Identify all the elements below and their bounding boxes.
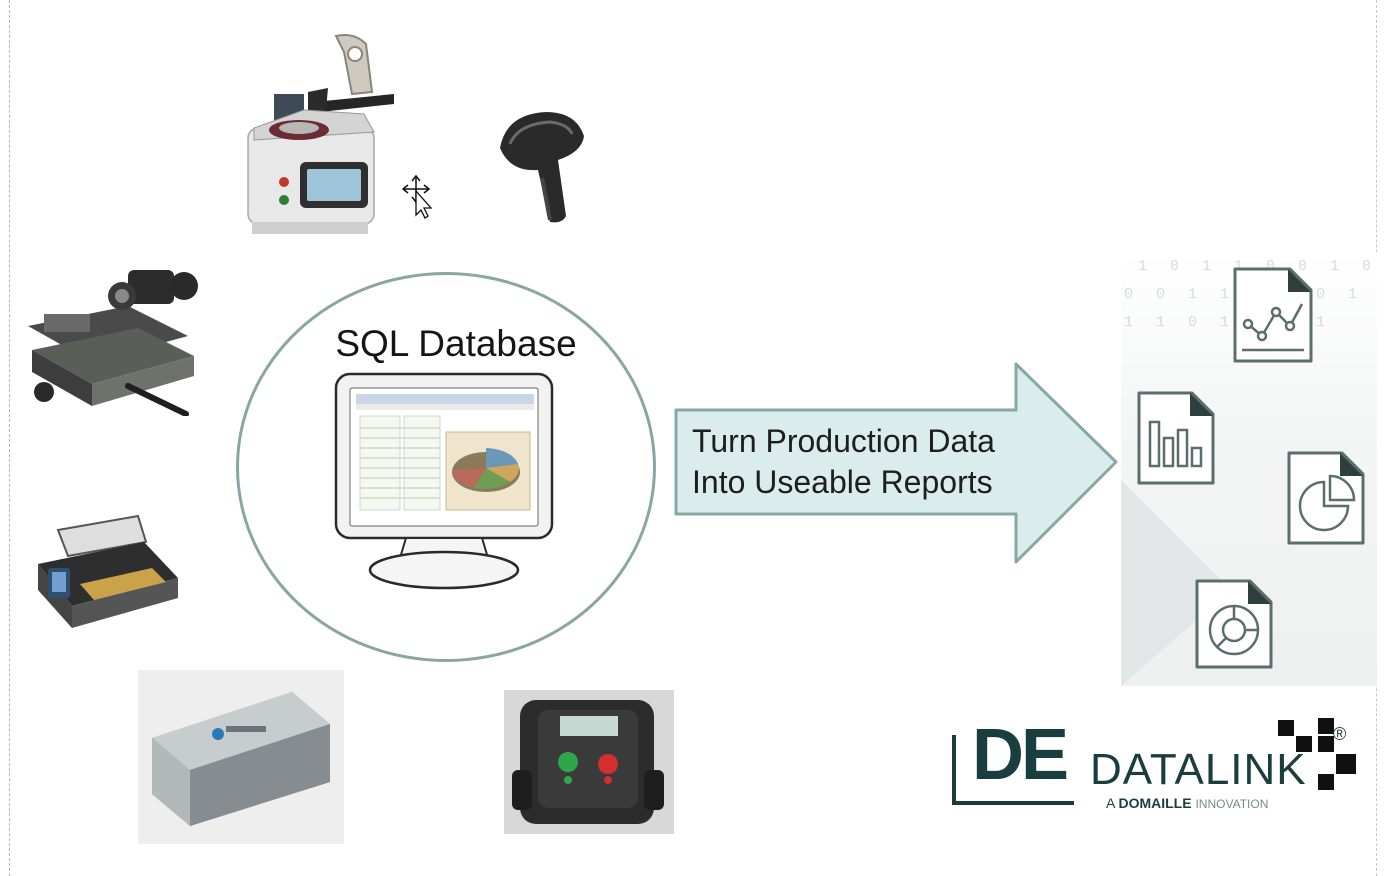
donut-chart-report-icon [1195, 579, 1273, 669]
left-dashed-border [9, 0, 10, 876]
microscope-stage [28, 270, 198, 416]
flow-arrow [674, 362, 1118, 564]
logo-de-mark: DE [972, 715, 1069, 795]
line-chart-report-icon [1233, 267, 1313, 363]
logo-bracket-mark [952, 735, 1074, 805]
database-circle [236, 272, 656, 662]
database-monitor [334, 372, 554, 590]
arrow-text-line-2: Into Useable Reports [692, 464, 993, 500]
database-title: SQL Database [335, 323, 577, 364]
bar-chart-report-icon [1137, 391, 1215, 485]
arrow-text-line-1: Turn Production Data [692, 423, 995, 459]
curing-oven [38, 514, 178, 628]
move-cursor-icon [402, 175, 432, 219]
logo-pixel-mark [1278, 718, 1356, 790]
binary-decoration-1: 1 0 1 1 0 0 1 0 [1138, 258, 1379, 275]
logo-tag-suffix: INNOVATION [1195, 797, 1269, 811]
data-logger-box [138, 670, 344, 844]
reports-shade [1121, 480, 1231, 686]
logo-name: DATALINK [1090, 745, 1307, 794]
barcode-scanner [500, 112, 584, 223]
logo-registered-mark: ® [1333, 724, 1347, 744]
polishing-machine [247, 34, 394, 234]
pie-chart-report-icon [1287, 451, 1365, 545]
logo-tag-brand: DOMAILLE [1118, 795, 1192, 811]
logo-tagline: A DOMAILLE INNOVATION [1106, 795, 1268, 811]
logo-tag-prefix: A [1106, 795, 1115, 811]
control-box [504, 690, 674, 834]
